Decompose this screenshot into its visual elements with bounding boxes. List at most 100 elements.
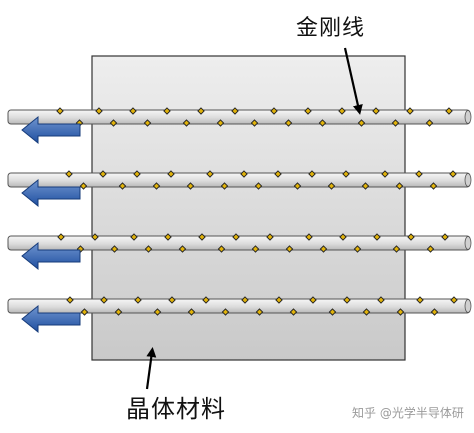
diamond-particle-icon [251,245,260,253]
diamond-particle-icon [406,107,414,115]
diamond-particle-icon [153,308,162,316]
diamond-particle-icon [250,119,259,127]
diamond-particle-icon [416,296,424,304]
diamond-particle-icon [284,119,293,127]
diamond-particle-icon [395,182,404,190]
diamond-particle-icon [357,119,366,127]
wire-end-cap [464,236,472,250]
diamond-particle-icon [353,245,362,253]
diamond-particle-icon [202,296,210,304]
diamond-wire [7,170,472,208]
diamond-particle-icon [79,182,88,190]
diamond-particle-icon [109,119,118,127]
diamond-particle-icon [255,308,264,316]
diamond-particle-icon [377,296,385,304]
diamond-particle-icon [407,233,415,241]
diamond-particle-icon [110,245,119,253]
wire-end-cap [464,299,472,313]
diamond-particle-icon [426,245,435,253]
diamond-particle-icon [445,107,453,115]
wire-pointer-arrow [343,47,363,115]
left-arrow-icon [21,241,81,271]
diamond-particle-icon [396,308,405,316]
diamond-particle-icon [429,182,438,190]
diamond-particle-icon [338,107,346,115]
diamond-particle-icon [118,182,127,190]
diamond-particle-icon [129,107,137,115]
diamond-particle-icon [216,119,225,127]
diamond-particle-icon [450,296,458,304]
left-arrow-icon [21,178,81,208]
diamond-particle-icon [319,245,328,253]
diamond-particle-icon [425,119,434,127]
diamond-particle-icon [449,170,457,178]
diamond-particle-icon [240,170,248,178]
diamond-particle-icon [198,233,206,241]
diamond-particle-icon [275,296,283,304]
diamond-particle-icon [343,296,351,304]
diamond-particle-icon [152,182,161,190]
watermark: 知乎 @光学半导体研 [352,406,464,420]
diamond-particle-icon [56,107,64,115]
diamond-particle-icon [381,170,389,178]
diamond-particle-icon [163,107,171,115]
diamond-particle-icon [266,233,274,241]
diamond-particle-icon [143,119,152,127]
wire-end-cap [464,110,472,124]
diamond-particle-icon [133,170,141,178]
diamond-particle-icon [167,170,175,178]
diamond-particle-icon [66,296,74,304]
diamond-particle-icon [178,245,187,253]
diamond-particle-icon [318,119,327,127]
diamond-particle-icon [309,296,317,304]
diamond-particle-icon [373,233,381,241]
diamond-particle-icon [339,233,347,241]
diamond-particle-icon [274,170,282,178]
diamond-particle-icon [231,107,239,115]
diamond-particle-icon [308,170,316,178]
diamond-particle-icon [391,119,400,127]
diamond-particle-icon [361,182,370,190]
diamond-particle-icon [186,182,195,190]
diamond-particle-icon [441,233,449,241]
wire-end-cap [464,173,472,187]
diamond-particle-icon [99,170,107,178]
diamond-particle-icon [100,296,108,304]
crystal-label: 晶体材料 [126,395,226,423]
diamond-particle-icon [221,308,230,316]
diamond-particle-icon [144,245,153,253]
diamond-particle-icon [164,233,172,241]
diamond-particle-icon [285,245,294,253]
diamond-particle-icon [362,308,371,316]
diamond-particle-icon [206,170,214,178]
diamond-particle-icon [289,308,298,316]
diamond-particle-icon [130,233,138,241]
diamond-particle-icon [415,170,423,178]
diamond-particle-icon [57,233,65,241]
diamond-particle-icon [430,308,439,316]
left-arrow-icon [21,115,81,145]
wire-body [7,235,471,251]
diamond-particle-icon [197,107,205,115]
diamond-particle-icon [168,296,176,304]
diamond-particle-icon [114,308,123,316]
diamond-particle-icon [270,107,278,115]
diamond-particle-icon [305,233,313,241]
diamond-particle-icon [342,170,350,178]
diamond-particle-icon [65,170,73,178]
diamond-particle-icon [80,308,89,316]
diamond-particle-icon [293,182,302,190]
diamond-particle-icon [392,245,401,253]
diamond-particle-icon [217,245,226,253]
wire-label: 金刚线 [296,16,366,41]
diamond-particle-icon [134,296,142,304]
diamond-particle-icon [304,107,312,115]
diamond-particle-icon [254,182,263,190]
diamond-wire [7,233,472,271]
diamond-particle-icon [182,119,191,127]
diamond-particle-icon [187,308,196,316]
diamond-particle-icon [241,296,249,304]
left-arrow-icon [21,304,81,334]
